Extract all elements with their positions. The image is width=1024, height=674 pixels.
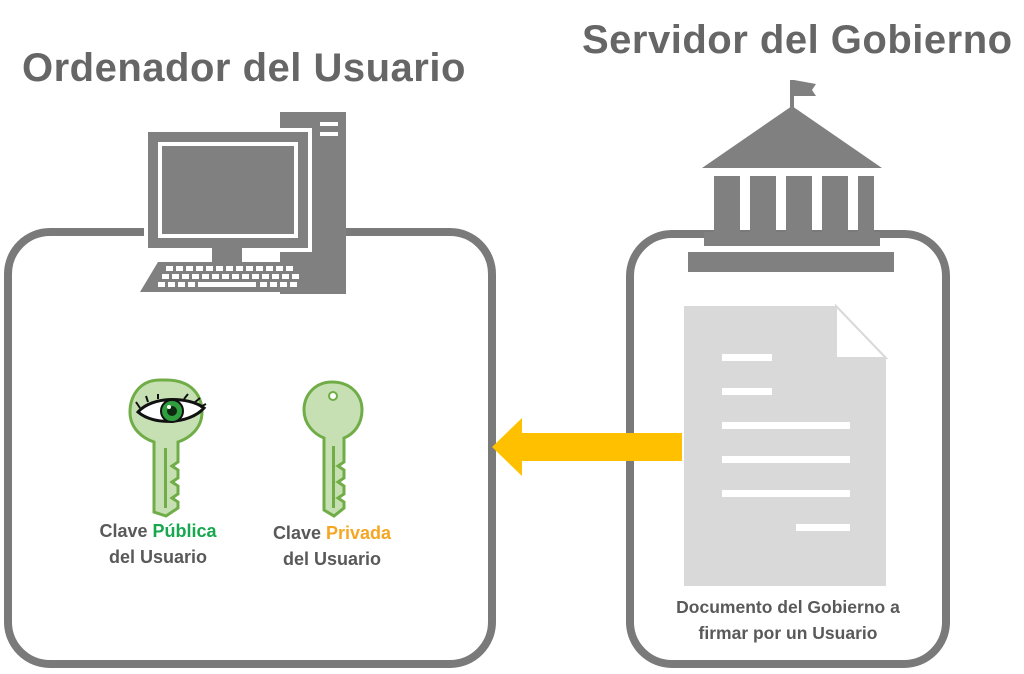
document-label-line1: Documento del Gobierno a (676, 597, 900, 617)
arrow-left-icon (492, 418, 682, 476)
computer-icon (140, 112, 346, 294)
private-key-label-line2: del Usuario (282, 549, 382, 569)
document-label-line2: firmar por un Usuario (698, 623, 878, 643)
public-key-label-word: Clave (99, 521, 148, 541)
document-label: Documento del Gobierno a firmar por un U… (640, 594, 936, 646)
private-key-icon (302, 380, 364, 518)
government-building-icon (688, 80, 894, 272)
user-computer-title: Ordenador del Usuario (22, 46, 466, 90)
public-key-label: Clave Pública del Usuario (78, 518, 238, 570)
private-key-label: Clave Privada del Usuario (252, 520, 412, 572)
eye-icon (135, 393, 207, 423)
public-key-label-highlight: Pública (152, 521, 217, 541)
public-key-label-line2: del Usuario (108, 547, 208, 567)
private-key-label-word: Clave (272, 523, 321, 543)
government-server-title: Servidor del Gobierno (582, 18, 1013, 62)
document-icon (684, 303, 889, 586)
private-key-label-highlight: Privada (326, 523, 392, 543)
